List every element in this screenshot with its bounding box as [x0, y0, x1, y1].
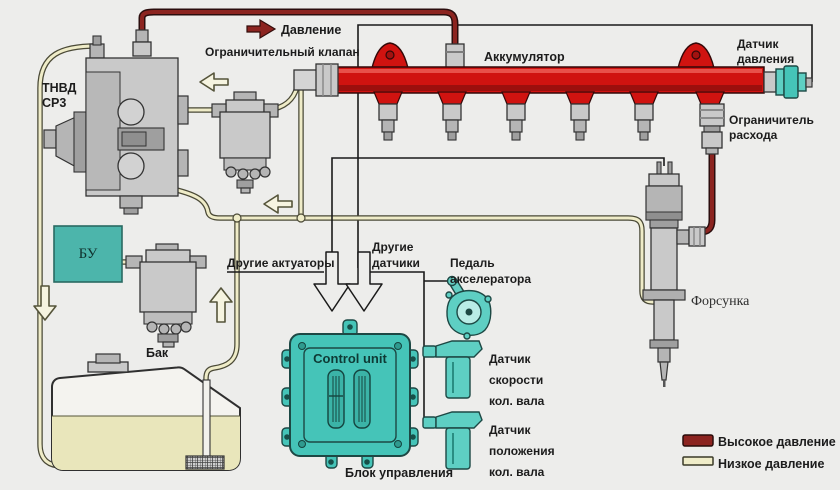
rail-pressure-sensor: [763, 65, 813, 99]
accelerator-pedal-sensor: [445, 275, 492, 340]
low-pressure-pipes: [40, 46, 653, 466]
flow-arrow-down: [33, 285, 57, 321]
pressure-sensor-wire: [357, 24, 813, 268]
rail-inlet-fitting: [445, 43, 465, 69]
ecu-panel: [303, 347, 397, 443]
pressure-direction-arrow-icon: [246, 18, 277, 40]
pipe-junction: [232, 213, 242, 223]
ecu-body: [289, 333, 411, 457]
label-other-sensors-1: Другие: [372, 240, 414, 254]
flow-limiter: [699, 103, 725, 155]
pipe-junction: [296, 213, 306, 223]
fuel-tank: [51, 353, 241, 471]
limiting-valve: [293, 63, 339, 97]
label-other-sensors-2: датчики: [372, 256, 420, 270]
ecu-connector-slot: [353, 369, 371, 429]
label-limit-valve: Ограничительный клапан: [205, 45, 360, 59]
label-speed-sensor-3: кол. вала: [489, 394, 545, 408]
injector-wire: [331, 157, 665, 268]
control-unit: Control unit: [281, 319, 419, 469]
fuel-filter-upper: [211, 91, 279, 194]
arrow-into-ecu-right: [345, 251, 383, 312]
control-unit-label: Control unit: [313, 351, 387, 366]
label-control-unit-caption: Блок управления: [345, 466, 453, 480]
fuel-filter-lower: [125, 243, 207, 348]
rail-ports: [373, 91, 725, 105]
ecu-connector-slot: [327, 369, 345, 429]
label-position-sensor-3: кол. вала: [489, 465, 545, 479]
tank-pickup-tube: [202, 379, 211, 457]
injector-line-fittings: [378, 103, 654, 141]
legend-high-pressure-swatch: [682, 434, 714, 447]
flow-arrows: [33, 72, 293, 323]
crank-speed-sensor: [422, 340, 483, 399]
bu-box: БУ: [53, 225, 123, 283]
label-pump-2: СР3: [42, 96, 66, 110]
flow-arrow-left-top: [199, 72, 229, 92]
label-pressure-sensor-2: давления: [737, 52, 794, 66]
flow-arrow-up: [209, 287, 233, 323]
label-position-sensor-1: Датчик: [489, 423, 531, 437]
label-speed-sensor-2: скорости: [489, 373, 543, 387]
tank-strainer: [185, 455, 225, 470]
label-tank: Бак: [146, 346, 169, 360]
rail-highlight: [338, 69, 762, 73]
label-flow-limiter-1: Ограничитель: [729, 113, 814, 127]
label-flow-limiter-2: расхода: [729, 128, 778, 142]
label-other-actuators: Другие актуаторы: [227, 256, 334, 270]
label-pedal-1: Педаль: [450, 256, 495, 270]
label-pedal-2: акселератора: [450, 272, 531, 286]
label-pressure: Давление: [281, 23, 341, 37]
rail-lug-hole: [691, 50, 701, 60]
rail-accumulator: [293, 42, 813, 141]
rail-shadow: [338, 85, 762, 91]
flow-arrow-left-mid: [263, 194, 293, 214]
bu-label: БУ: [79, 246, 98, 262]
label-injector: Форсунка: [691, 294, 750, 309]
high-pressure-pump: [43, 29, 189, 215]
injector: [642, 161, 706, 387]
legend: Высокое давление Низкое давление: [682, 434, 836, 471]
label-pump-1: ТНВД: [42, 81, 77, 95]
ecu-wires: [227, 157, 665, 417]
legend-low-pressure-swatch: [682, 456, 714, 466]
crank-position-sensor: [422, 411, 483, 470]
legend-high-pressure-label: Высокое давление: [718, 435, 836, 449]
label-accumulator: Аккумулятор: [484, 50, 565, 64]
label-pressure-sensor-1: Датчик: [737, 37, 779, 51]
rail-lug-hole: [385, 50, 395, 60]
arrow-into-ecu-left: [313, 251, 351, 312]
sensor-bus-wire: [364, 271, 425, 417]
label-position-sensor-2: положения: [489, 444, 555, 458]
labels: Давление Ограничительный клапан ТНВД СР3…: [42, 23, 814, 480]
label-speed-sensor-1: Датчик: [489, 352, 531, 366]
legend-low-pressure-label: Низкое давление: [718, 457, 824, 471]
